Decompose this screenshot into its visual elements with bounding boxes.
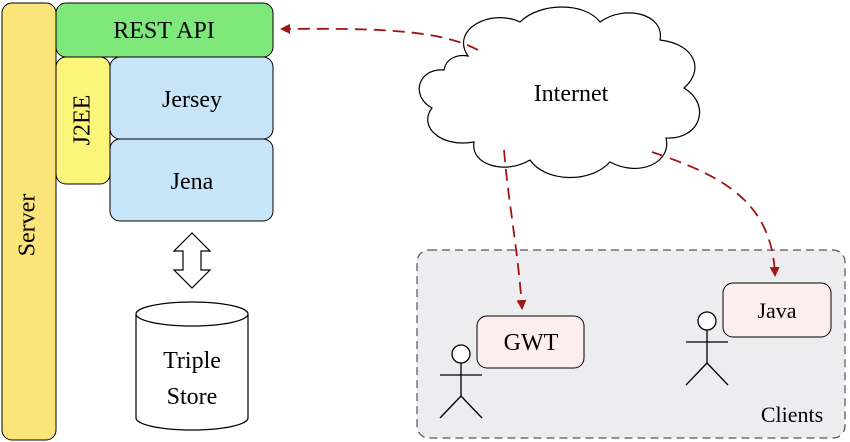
cloud-icon	[418, 6, 701, 179]
jersey-box: Jersey	[109, 56, 274, 140]
java-box: Java	[722, 282, 832, 338]
arrow-internet-to-java	[651, 151, 780, 277]
jena-label: Jena	[171, 169, 214, 195]
triple-store-line2: Store	[167, 384, 218, 410]
internet-cloud: Internet	[418, 6, 701, 179]
server-label: Server	[15, 194, 41, 257]
triple-store-cylinder: Triple Store	[135, 301, 249, 431]
jena-box: Jena	[109, 138, 274, 222]
rest-api-box: REST API	[55, 2, 274, 58]
arrow-internet-to-rest-api	[280, 23, 479, 51]
rest-api-label: REST API	[113, 18, 215, 44]
jersey-label: Jersey	[162, 87, 222, 113]
gwt-label: GWT	[504, 330, 559, 356]
j2ee-box: J2EE	[55, 56, 111, 185]
clients-label: Clients	[761, 402, 823, 427]
j2ee-label: J2EE	[70, 95, 96, 146]
connection-arrows	[280, 23, 780, 310]
internet-label: Internet	[534, 81, 609, 107]
java-label: Java	[757, 298, 796, 323]
bidirectional-arrow-icon	[172, 232, 212, 289]
arrow-internet-to-gwt	[503, 149, 527, 310]
user-figure-icon	[439, 344, 483, 419]
triple-store-line1: Triple	[163, 348, 221, 374]
user-figure-icon	[685, 311, 729, 386]
server-column: Server	[1, 2, 57, 441]
gwt-box: GWT	[476, 315, 585, 369]
